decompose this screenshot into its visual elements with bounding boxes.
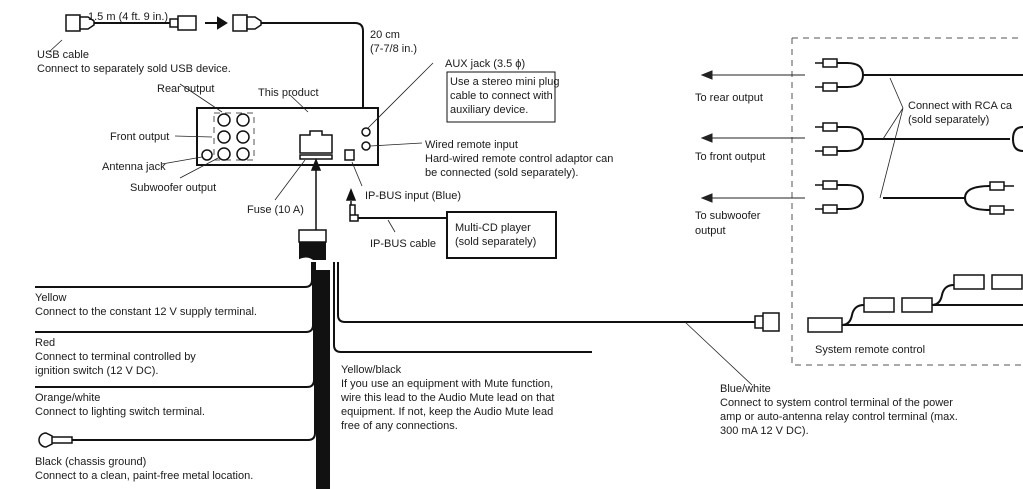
mute-lead-desc: equipment. If not, keep the Audio Mute l… <box>341 406 553 418</box>
lead-labels: Yellow Connect to the constant 12 V supp… <box>35 292 958 482</box>
to-rear-output-label: To rear output <box>695 92 763 104</box>
usb-cable-label: USB cable <box>37 49 89 61</box>
amplifier-area-border <box>791 37 1023 366</box>
bluewhite-lead-desc: amp or auto-antenna relay control termin… <box>720 411 958 423</box>
lead-desc: Connect to lighting switch terminal. <box>35 406 205 418</box>
product-label: This product <box>258 87 319 99</box>
lead-color: Yellow <box>35 292 66 304</box>
mute-lead-color: Yellow/black <box>341 364 402 376</box>
bluewhite-lead-desc: Connect to system control terminal of th… <box>720 397 953 409</box>
front-output-label: Front output <box>110 131 169 143</box>
rca-cable-label: (sold separately) <box>908 114 989 126</box>
aux-note-line: cable to connect with <box>450 90 553 102</box>
aux-note-box <box>446 71 556 123</box>
usb-ext-length: 20 cm <box>370 29 400 41</box>
ipbus-cable-label: IP-BUS cable <box>370 238 436 250</box>
bluewhite-lead-desc: 300 mA 12 V DC). <box>720 425 809 437</box>
lead-desc: Connect to the constant 12 V supply term… <box>35 306 257 318</box>
lead-desc: Connect to a clean, paint-free metal loc… <box>35 470 253 482</box>
mute-lead-desc: free of any connections. <box>341 420 458 432</box>
bluewhite-lead-color: Blue/white <box>720 383 771 395</box>
usb-ext-length-in: (7-7/8 in.) <box>370 43 417 55</box>
mute-lead-desc: wire this lead to the Audio Mute lead on… <box>340 392 554 404</box>
rca-cable-label: Connect with RCA ca <box>908 100 1013 112</box>
multi-cd-label: (sold separately) <box>455 236 536 248</box>
to-subwoofer-output-label: To subwoofer <box>695 210 761 222</box>
wired-remote-label: Wired remote input <box>425 139 518 151</box>
ipbus-input-label: IP-BUS input (Blue) <box>365 190 461 202</box>
aux-jack-label: AUX jack (3.5 ϕ) <box>445 58 525 70</box>
rca-cables <box>815 58 1023 215</box>
fuse-label: Fuse (10 A) <box>247 204 304 216</box>
system-remote-control-label: System remote control <box>815 344 925 356</box>
to-subwoofer-output-label: output <box>695 225 726 237</box>
lead-color: Black (chassis ground) <box>35 456 146 468</box>
wired-remote-desc: be connected (sold separately). <box>425 167 578 179</box>
leader-lines <box>161 62 434 233</box>
usb-cable <box>48 14 364 130</box>
antenna-jack-label: Antenna jack <box>102 161 166 173</box>
aux-note-line: auxiliary device. <box>450 104 528 116</box>
lead-desc: Connect to terminal controlled by <box>35 351 196 363</box>
subwoofer-output-label: Subwoofer output <box>130 182 216 194</box>
lead-color: Orange/white <box>35 392 100 404</box>
wired-remote-desc: Hard-wired remote control adaptor can <box>425 153 613 165</box>
multi-cd-label: Multi-CD player <box>455 222 531 234</box>
multi-cd-player-box <box>446 211 557 259</box>
lead-desc: ignition switch (12 V DC). <box>35 365 159 377</box>
rca-jacks <box>201 112 371 161</box>
rear-output-label: Rear output <box>157 83 214 95</box>
usb-cable-desc: Connect to separately sold USB device. <box>37 63 231 75</box>
mute-lead-desc: If you use an equipment with Mute functi… <box>341 378 553 390</box>
to-front-output-label: To front output <box>695 151 765 163</box>
system-remote-cables <box>807 274 1023 333</box>
wire-harness <box>35 157 780 489</box>
aux-note-line: Use a stereo mini plug <box>450 76 559 88</box>
lead-color: Red <box>35 337 55 349</box>
output-arrows <box>700 70 805 203</box>
usb-length-label: 1.5 m (4 ft. 9 in.) <box>88 11 168 23</box>
